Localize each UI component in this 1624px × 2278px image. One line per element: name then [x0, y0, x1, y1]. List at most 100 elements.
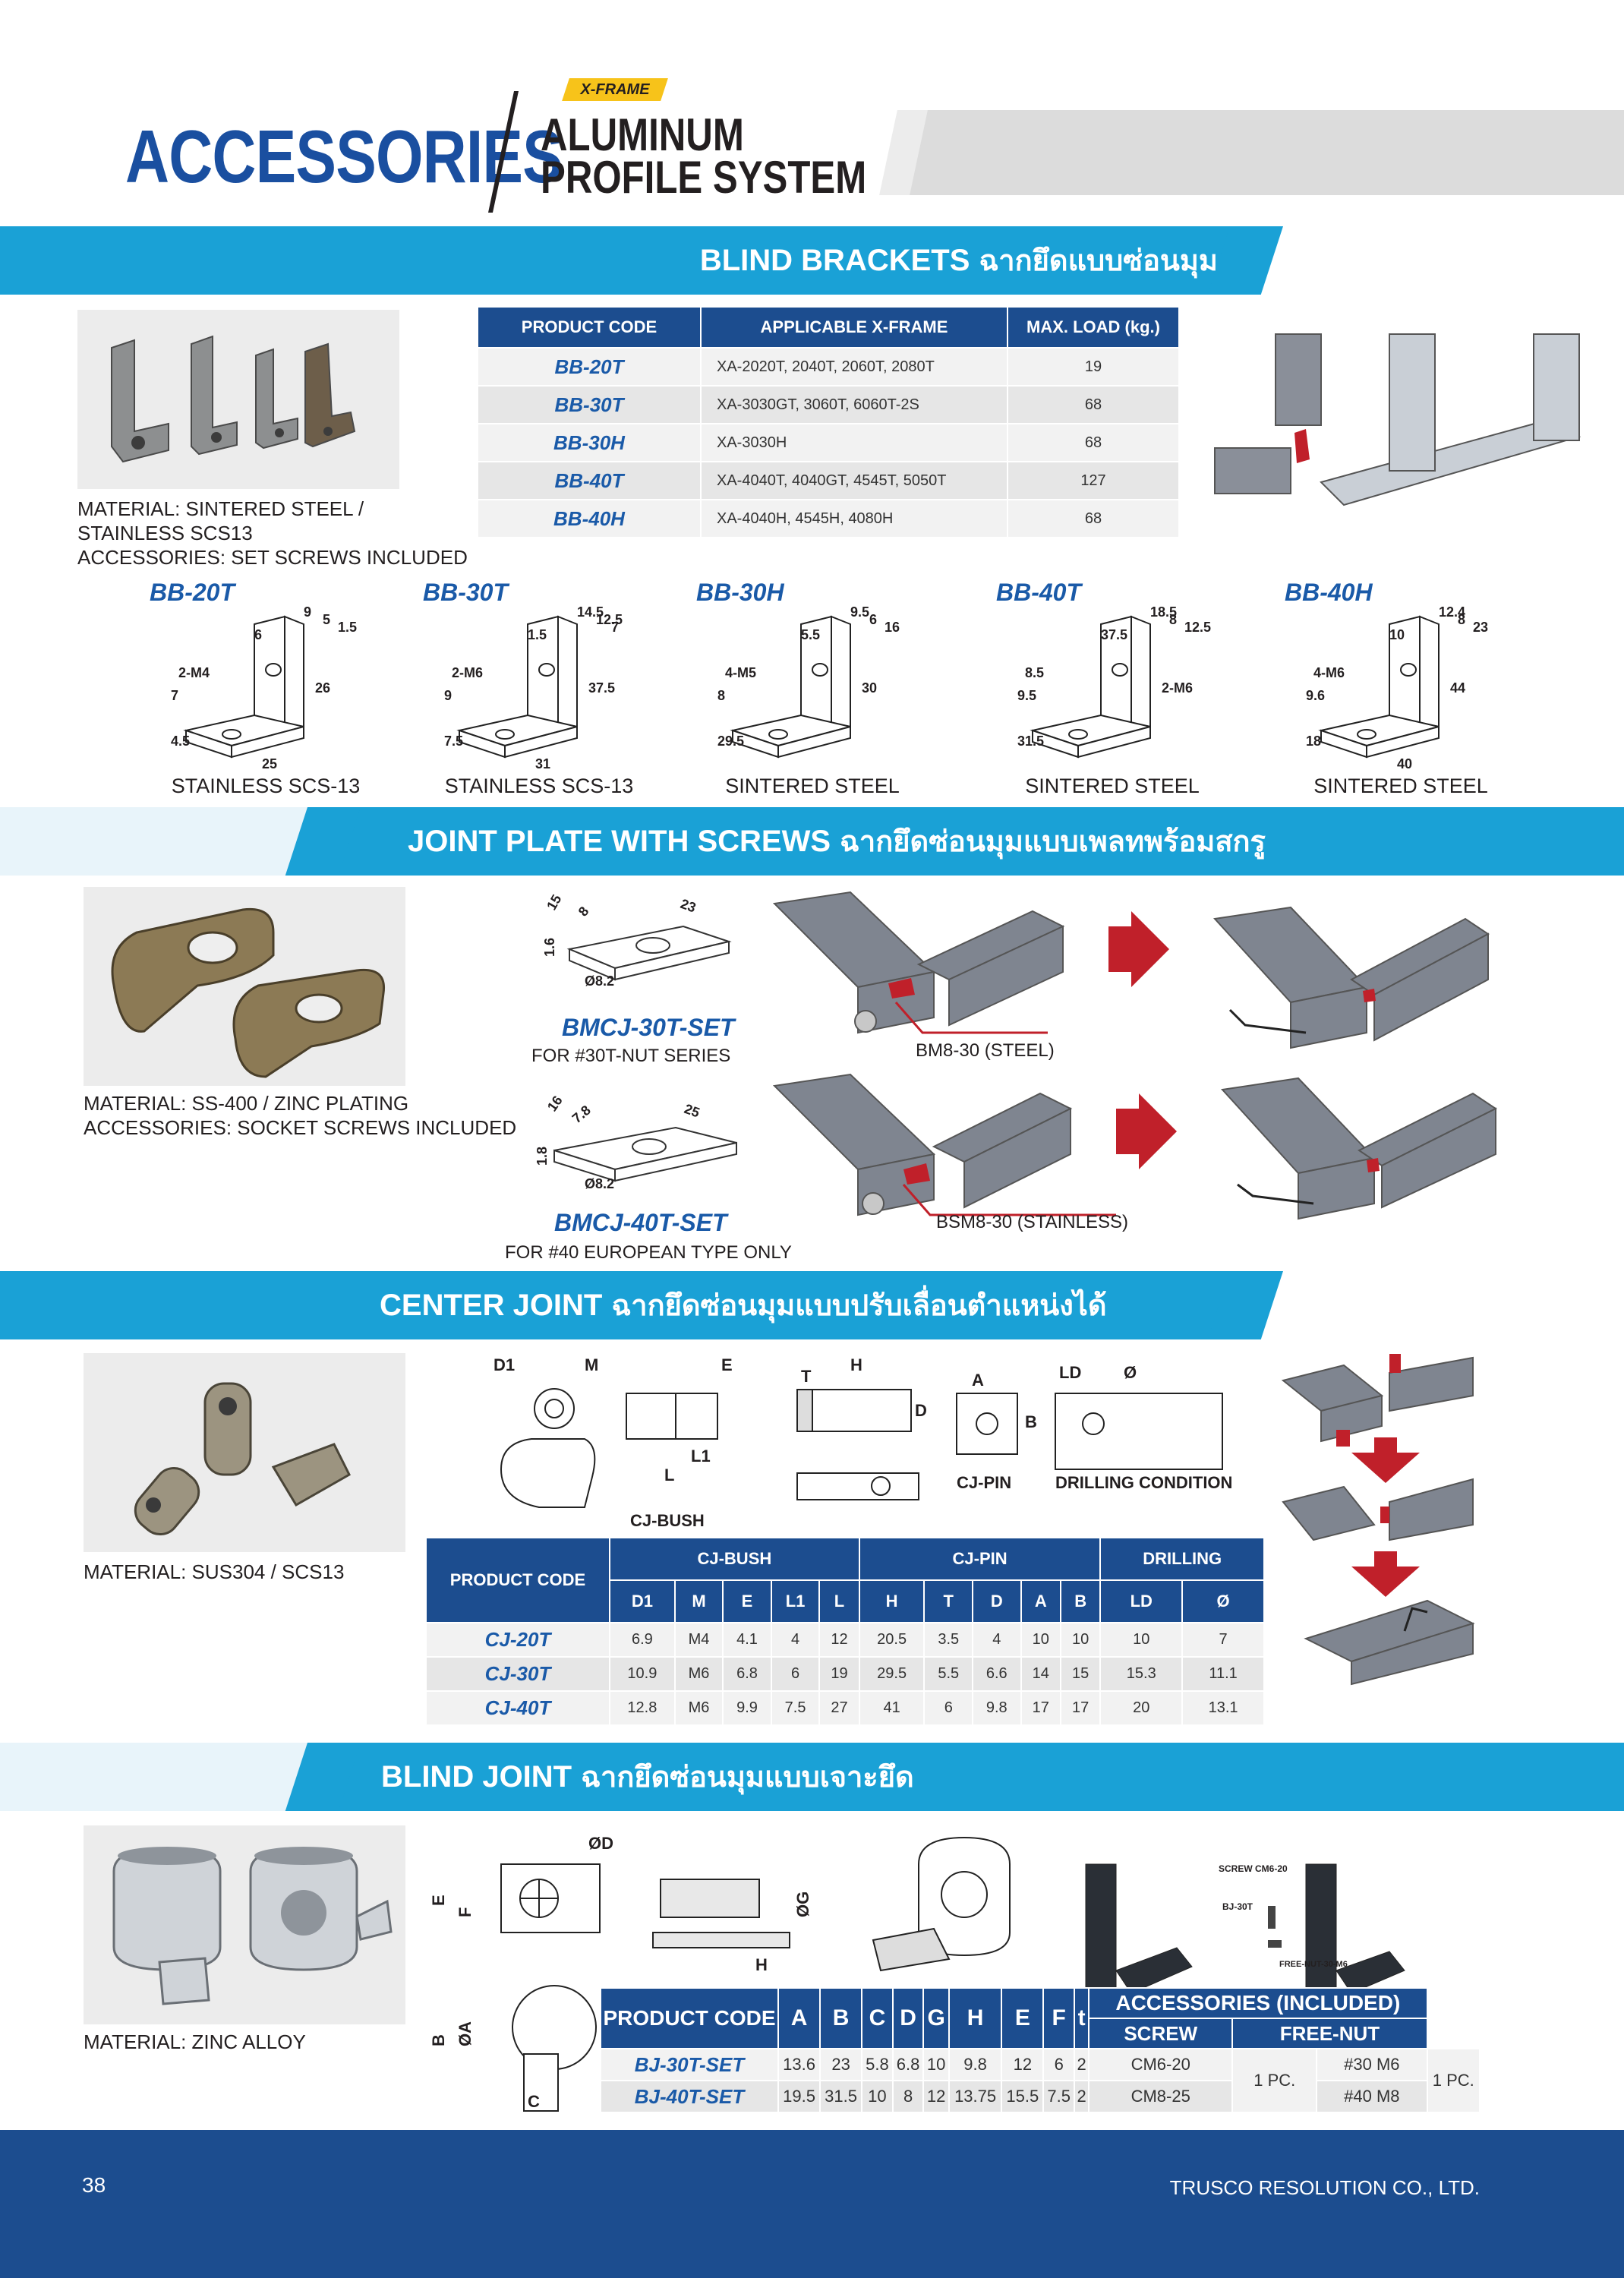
dim-label: 9: [444, 688, 452, 703]
bracket-material: STAINLESS SCS-13: [444, 775, 634, 797]
table-cell: 15.3: [1099, 1656, 1184, 1692]
dim-label: Ø8.2: [585, 973, 614, 989]
table-cell: 5.8: [861, 2048, 894, 2081]
qty-cell: 1 PC.: [1231, 2048, 1318, 2113]
table-cell: 17: [1020, 1690, 1061, 1726]
table-cell: 15: [1059, 1656, 1102, 1692]
dim-label: 9.5: [850, 604, 869, 620]
dim-label: 12.5: [596, 612, 623, 627]
joint-plate-photo: [84, 887, 405, 1086]
bmcj-30t-note: FOR #30T-NUT SERIES: [531, 1046, 731, 1066]
dim-f: F: [456, 1907, 475, 1917]
dim-g: ØG: [793, 1891, 812, 1917]
dim-label: 23: [1473, 620, 1488, 635]
col-header: MAX. LOAD (kg.): [1007, 306, 1180, 349]
dim-label: 4.5: [171, 734, 190, 749]
dim-phi: Ø: [1124, 1363, 1137, 1382]
product-code: CJ-20T: [425, 1622, 610, 1658]
dim-label: 5.5: [801, 627, 820, 642]
bm8-30-callout: BM8-30 (STEEL): [916, 1040, 1055, 1061]
table-cell: 31.5: [819, 2080, 863, 2113]
table-cell: 29.5: [858, 1656, 926, 1692]
bsm8-30-callout: BSM8-30 (STAINLESS): [936, 1212, 1128, 1232]
table-cell: 12: [922, 2080, 950, 2113]
dim-label: 6: [869, 612, 877, 627]
dim-label: 12.4: [1439, 604, 1465, 620]
dim-label: 31.5: [1017, 734, 1044, 749]
product-code: BJ-40T-SET: [600, 2080, 779, 2113]
banner-blind-brackets: [0, 226, 1260, 295]
col-header: APPLICABLE X-FRAME: [700, 306, 1008, 349]
col-header: PRODUCT CODE: [477, 306, 702, 349]
material-line: MATERIAL: SINTERED STEEL /: [77, 497, 364, 520]
bracket-material: SINTERED STEEL: [1025, 775, 1200, 797]
sub-header: D1: [609, 1579, 676, 1623]
table-cell: 27: [818, 1690, 860, 1726]
screw-cell: CM6-20: [1088, 2048, 1234, 2081]
dim-b: B: [429, 2034, 448, 2046]
table-cell: 4: [972, 1622, 1022, 1658]
applicable-frame: XA-4040T, 4040GT, 4545T, 5050T: [700, 461, 1008, 500]
banner-blind-joint: [334, 1743, 1624, 1811]
dim-label: 12.5: [1184, 620, 1211, 635]
product-code: BB-20T: [477, 347, 702, 387]
table-cell: 10: [861, 2080, 894, 2113]
company-name: TRUSCO RESOLUTION CO., LTD.: [1169, 2176, 1480, 2199]
dim-label: 31: [535, 756, 550, 771]
sub-header: B: [1059, 1579, 1102, 1623]
header-subtitle: ALUMINUM PROFILE SYSTEM: [541, 112, 866, 200]
applicable-frame: XA-4040H, 4545H, 4080H: [700, 499, 1008, 538]
blind-joint-photo: [84, 1825, 405, 2024]
page-number: 38: [82, 2173, 106, 2197]
table-cell: 7.5: [1042, 2080, 1076, 2113]
dim-label: 8: [1169, 612, 1177, 627]
blind-bracket-assembly-illustration: [1200, 319, 1602, 532]
dim-label: 40: [1397, 756, 1412, 771]
applicable-frame: XA-2020T, 2040T, 2060T, 2080T: [700, 347, 1008, 387]
bmcj-30t-drawing: 15 8 23 1.6 Ø8.2: [524, 881, 752, 995]
section-title-th: ฉากยึดซ่อนมุมแบบเจาะยึด: [581, 1762, 914, 1794]
table-cell: 9.8: [972, 1690, 1022, 1726]
blind-brackets-table: PRODUCT CODE APPLICABLE X-FRAME MAX. LOA…: [477, 306, 1180, 538]
nut-cell: #30 M6: [1316, 2048, 1428, 2081]
screw-callout: SCREW CM6-20: [1219, 1863, 1288, 1874]
table-cell: 10.9: [609, 1656, 676, 1692]
xframe-badge-label: X-FRAME: [580, 81, 650, 98]
material-line: ACCESSORIES: SOCKET SCREWS INCLUDED: [84, 1116, 517, 1139]
dim-label: 5: [323, 612, 330, 627]
dim-label: 4-M5: [725, 665, 756, 680]
dim-label: 7: [611, 620, 619, 635]
table-cell: 4: [770, 1622, 821, 1658]
dim-a: A: [972, 1371, 984, 1390]
dim-label: 9.5: [1017, 688, 1036, 703]
col-header: D: [891, 1987, 925, 2049]
dim-label: 9.6: [1306, 688, 1325, 703]
col-header: PRODUCT CODE: [600, 1987, 779, 2049]
table-cell: 9.8: [948, 2048, 1003, 2081]
col-header: t: [1074, 1987, 1090, 2049]
sub-header: SCREW: [1088, 2018, 1234, 2049]
applicable-frame: XA-3030GT, 3060T, 6060T-2S: [700, 385, 1008, 424]
dim-label: 16: [544, 1093, 566, 1114]
bracket-code: BB-20T: [150, 579, 235, 606]
dim-h: H: [850, 1355, 862, 1374]
center-joint-material: MATERIAL: SUS304 / SCS13: [84, 1560, 345, 1583]
dim-label: 7.5: [444, 734, 463, 749]
dim-d: ØD: [588, 1834, 613, 1853]
bmcj-40t-code: BMCJ-40T-SET: [554, 1209, 727, 1236]
dim-label: 2-M6: [452, 665, 483, 680]
bmcj-40t-note: FOR #40 EUROPEAN TYPE ONLY: [505, 1242, 792, 1263]
table-cell: 10: [1099, 1622, 1184, 1658]
dim-label: 2-M4: [178, 665, 210, 680]
material-line: STAINLESS SCS13: [77, 522, 253, 544]
section-title-th: ฉากยึดแบบซ่อนมุม: [979, 245, 1218, 277]
dim-label: 4-M6: [1313, 665, 1345, 680]
sub-header: L: [818, 1579, 860, 1623]
